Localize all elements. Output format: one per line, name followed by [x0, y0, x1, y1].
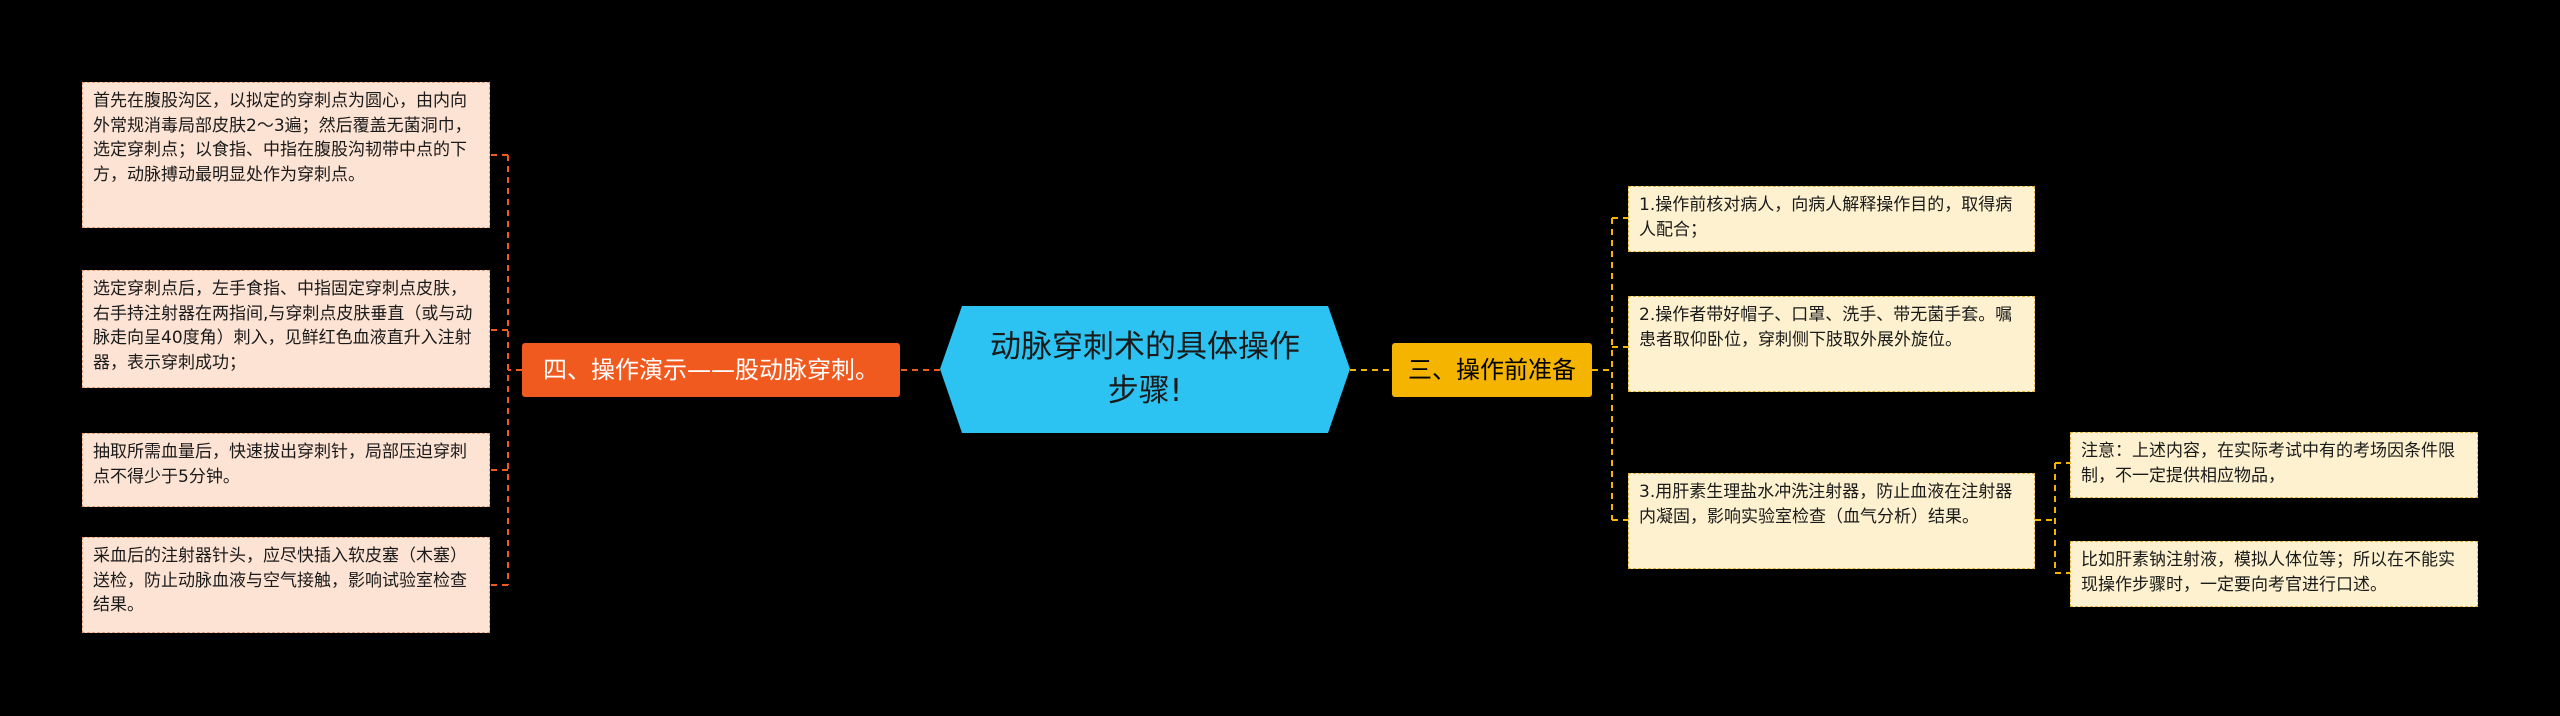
- branch-left-label: 四、操作演示——股动脉穿刺。: [543, 355, 879, 384]
- right-subleaf-2[interactable]: 比如肝素钠注射液，模拟人体位等；所以在不能实现操作步骤时，一定要向考官进行口述。: [2070, 541, 2478, 607]
- connector-left-bracket: [490, 154, 522, 586]
- right-leaf-1[interactable]: 1.操作前核对病人，向病人解释操作目的，取得病人配合；: [1628, 186, 2035, 252]
- left-leaf-2[interactable]: 选定穿刺点后，左手食指、中指固定穿刺点皮肤，右手持注射器在两指间,与穿刺点皮肤垂…: [82, 270, 490, 388]
- left-leaf-2-text: 选定穿刺点后，左手食指、中指固定穿刺点皮肤，右手持注射器在两指间,与穿刺点皮肤垂…: [93, 279, 473, 373]
- branch-right-label: 三、操作前准备: [1408, 355, 1576, 384]
- left-leaf-1[interactable]: 首先在腹股沟区，以拟定的穿刺点为圆心，由内向外常规消毒局部皮肤2～3遍；然后覆盖…: [82, 82, 490, 228]
- left-leaf-4-text: 采血后的注射器针头，应尽快插入软皮塞（木塞）送检，防止动脉血液与空气接触，影响试…: [93, 546, 467, 616]
- center-title: 动脉穿刺术的具体操作步骤!: [990, 329, 1300, 409]
- center-node-shape: [940, 306, 1350, 433]
- branch-right[interactable]: 三、操作前准备: [1392, 343, 1592, 397]
- left-leaf-4[interactable]: 采血后的注射器针头，应尽快插入软皮塞（木塞）送检，防止动脉血液与空气接触，影响试…: [82, 537, 490, 633]
- right-subleaf-2-text: 比如肝素钠注射液，模拟人体位等；所以在不能实现操作步骤时，一定要向考官进行口述。: [2081, 550, 2455, 595]
- center-node[interactable]: 动脉穿刺术的具体操作步骤!: [940, 306, 1350, 433]
- right-leaf-2[interactable]: 2.操作者带好帽子、口罩、洗手、带无菌手套。嘱患者取仰卧位，穿刺侧下肢取外展外旋…: [1628, 296, 2035, 392]
- right-leaf-3-text: 3.用肝素生理盐水冲洗注射器，防止血液在注射器内凝固，影响实验室检查（血气分析）…: [1639, 482, 2013, 527]
- left-leaf-1-text: 首先在腹股沟区，以拟定的穿刺点为圆心，由内向外常规消毒局部皮肤2～3遍；然后覆盖…: [93, 91, 472, 185]
- right-leaf-1-text: 1.操作前核对病人，向病人解释操作目的，取得病人配合；: [1639, 195, 2013, 240]
- right-leaf-3[interactable]: 3.用肝素生理盐水冲洗注射器，防止血液在注射器内凝固，影响实验室检查（血气分析）…: [1628, 473, 2035, 569]
- left-leaf-3-text: 抽取所需血量后，快速拔出穿刺针，局部压迫穿刺点不得少于5分钟。: [93, 442, 467, 487]
- connector-right-bracket: [1592, 217, 1628, 521]
- left-leaf-3[interactable]: 抽取所需血量后，快速拔出穿刺针，局部压迫穿刺点不得少于5分钟。: [82, 433, 490, 507]
- right-subleaf-1-text: 注意：上述内容，在实际考试中有的考场因条件限制，不一定提供相应物品，: [2081, 441, 2455, 486]
- connector-right-sub-bracket: [2035, 462, 2070, 574]
- branch-left[interactable]: 四、操作演示——股动脉穿刺。: [522, 343, 900, 397]
- right-leaf-2-text: 2.操作者带好帽子、口罩、洗手、带无菌手套。嘱患者取仰卧位，穿刺侧下肢取外展外旋…: [1639, 305, 2013, 350]
- right-subleaf-1[interactable]: 注意：上述内容，在实际考试中有的考场因条件限制，不一定提供相应物品，: [2070, 432, 2478, 498]
